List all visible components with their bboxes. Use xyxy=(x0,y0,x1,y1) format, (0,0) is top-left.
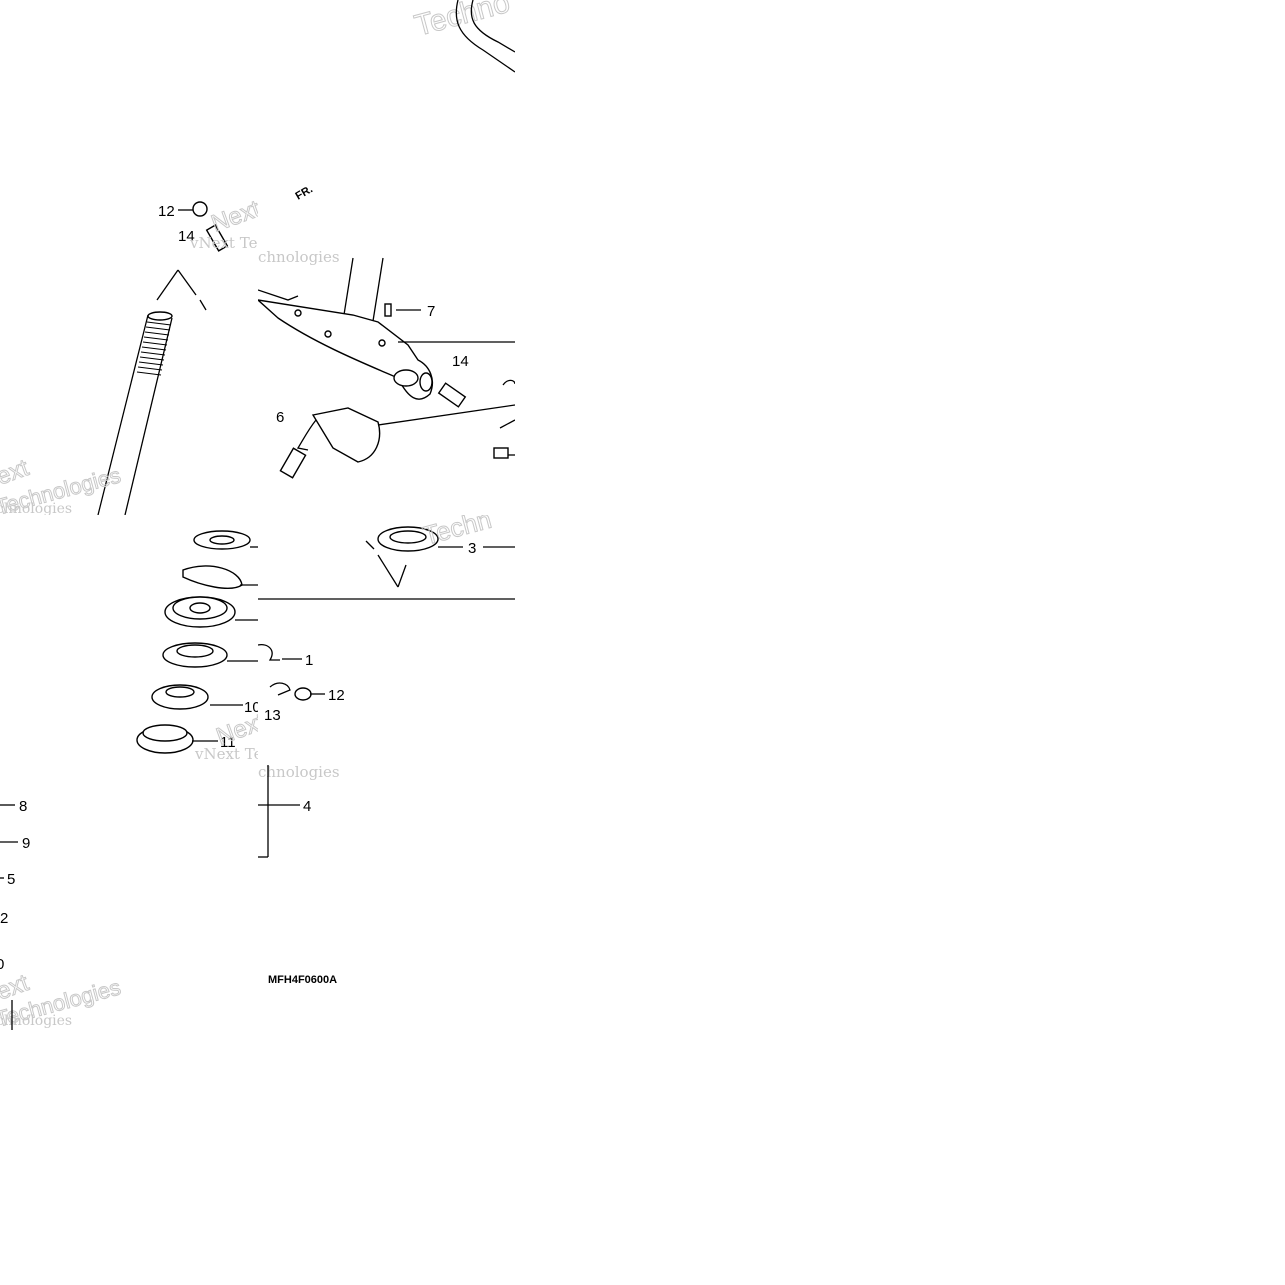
nut-part xyxy=(493,447,509,459)
tab-washer xyxy=(182,565,243,589)
watermark-outline: Techno xyxy=(411,0,513,43)
callout-10: 10 xyxy=(244,699,258,716)
callout-7: 7 xyxy=(427,303,435,320)
lower-left-drawing: 10 11 vNext Tec Next 8 9 5 2 0 ext Techn… xyxy=(0,530,258,1030)
callout-10-left: 0 xyxy=(0,956,4,973)
callout-13: 13 xyxy=(264,707,281,724)
callout-1: 1 xyxy=(305,652,313,669)
callout-12-top: 12 xyxy=(158,203,175,220)
cap-nut xyxy=(294,687,312,701)
callout-4: 4 xyxy=(303,798,311,815)
watermark-text: chnologies xyxy=(258,248,340,266)
top-bridge xyxy=(258,289,434,400)
diagram-tile-lower-right: 3 Techn 1 13 12 chnologies 4 MFH4F0600A xyxy=(258,515,515,1030)
callout-9: 9 xyxy=(22,835,30,852)
upper-left-drawing: 12 14 v xyxy=(0,195,258,515)
screw-part xyxy=(384,303,392,317)
watermark-outline: Next xyxy=(208,195,258,237)
pin-part xyxy=(269,682,291,696)
lower-right-drawing: 3 Techn 1 13 12 chnologies 4 MFH4F0600A xyxy=(258,515,515,986)
watermark-outline: Techn xyxy=(420,515,495,551)
diagram-tile-upper-right: Techno FR. chnologies 7 14 xyxy=(258,0,515,515)
watermark-text: chnologies xyxy=(0,501,72,515)
diagram-tile-lower-left: 10 11 vNext Tec Next 8 9 5 2 0 ext Techn… xyxy=(0,515,258,1030)
diagram-tile-upper-left: 12 14 v xyxy=(0,0,258,515)
callout-11: 11 xyxy=(220,734,236,751)
handlebar-edge xyxy=(455,0,515,73)
watermark-text: chnologies xyxy=(258,763,340,781)
callout-8: 8 xyxy=(19,798,27,815)
bolt-part xyxy=(205,224,229,252)
callout-6: 6 xyxy=(276,409,284,426)
front-indicator: FR. xyxy=(294,183,315,202)
callout-12-mid: 12 xyxy=(328,687,345,704)
callout-2: 2 xyxy=(0,910,8,927)
ignition-switch xyxy=(279,407,381,479)
bolt-part xyxy=(437,382,467,408)
watermark-text: chnologies xyxy=(0,1013,72,1029)
key-icon xyxy=(279,447,307,479)
watermark-text: vNext Tec xyxy=(194,745,258,763)
callout-5: 5 xyxy=(7,871,15,888)
drawing-code: MFH4F0600A xyxy=(268,974,337,986)
callout-3: 3 xyxy=(468,540,476,557)
steering-stem-shaft xyxy=(97,269,207,515)
watermark-text: vNext Tec xyxy=(189,234,258,252)
nut-part xyxy=(192,201,208,217)
callout-14-top: 14 xyxy=(178,228,195,245)
callout-14-mid: 14 xyxy=(452,353,469,370)
watermark-outline: ext xyxy=(0,454,32,490)
upper-right-drawing: Techno FR. chnologies 7 14 xyxy=(258,0,515,479)
clip-part xyxy=(258,644,280,661)
